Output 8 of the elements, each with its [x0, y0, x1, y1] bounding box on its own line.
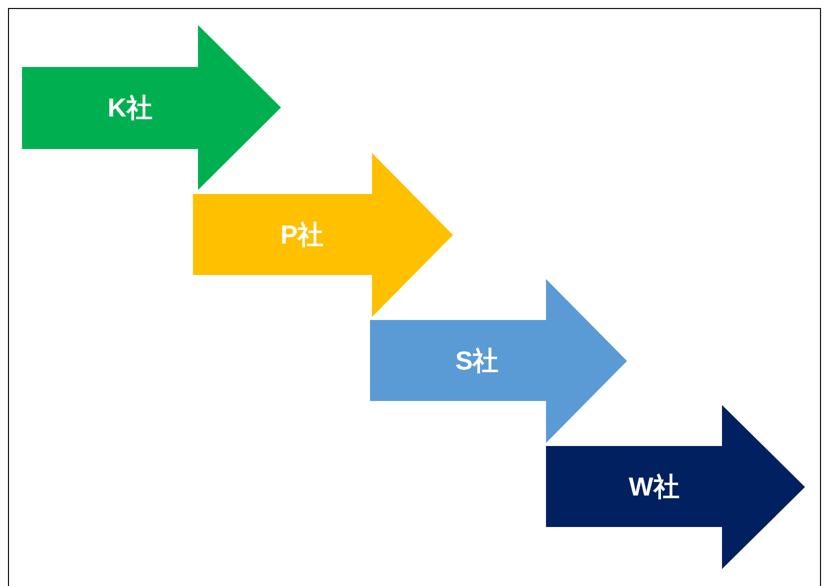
- step-shape: [546, 405, 805, 569]
- arrow-label: P社: [280, 218, 324, 252]
- arrow-label: K社: [108, 91, 152, 124]
- step-shape: [370, 279, 627, 443]
- step-shape: [193, 153, 453, 317]
- arrow-label: S社: [455, 344, 499, 378]
- arrow-label: W社: [628, 470, 680, 504]
- step-shape: [22, 25, 281, 190]
